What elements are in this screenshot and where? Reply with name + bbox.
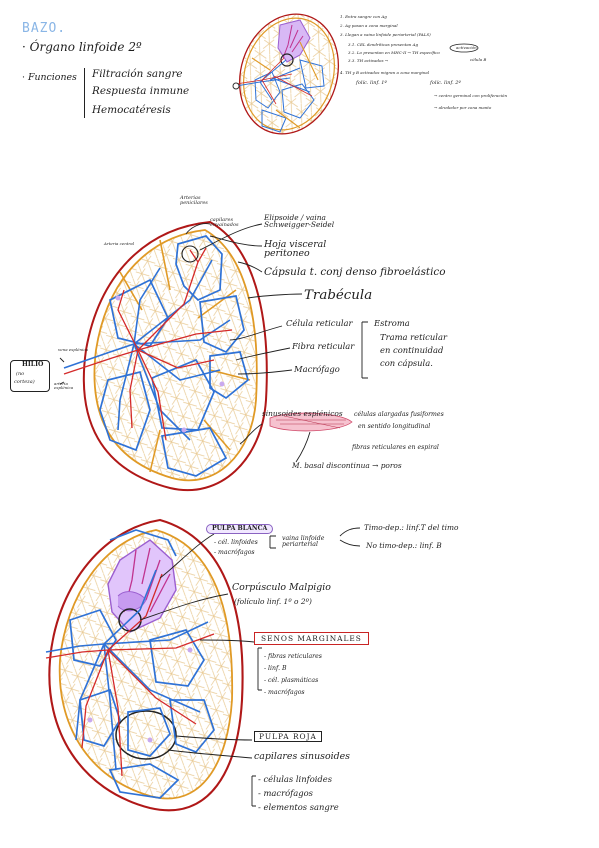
vein-branches xyxy=(63,259,231,441)
hilio-box xyxy=(10,360,50,392)
mini-step: 2. Ag pasan a zona marginal xyxy=(340,23,398,28)
mini-capsule xyxy=(238,13,340,135)
functions-label: · Funciones xyxy=(22,72,77,83)
function-item: Respuesta inmune xyxy=(92,85,190,97)
mini-spleen-diagram xyxy=(232,13,340,135)
label-m-basal: M. basal discontinua → poros xyxy=(292,461,402,470)
page-title: BAZO. xyxy=(22,21,67,36)
label-senos-marginales: SENOS MARGINALES xyxy=(254,632,369,646)
d3-leader-lines xyxy=(139,527,361,807)
label-trama: Trama reticular xyxy=(380,332,447,342)
functions-bracket xyxy=(84,68,85,118)
label-pulpa-blanca: PULPA BLANCA xyxy=(206,524,274,535)
label-fibras-espiral: fibras reticulares en espiral xyxy=(352,444,439,451)
spleen-structure-diagram xyxy=(63,220,353,492)
label-hilio-sub: corteza) xyxy=(14,379,35,385)
artery-branches xyxy=(63,247,233,441)
label-hoja-visceral: Hoja visceral peritoneo xyxy=(264,239,327,260)
senos-item: - cél. plasmáticas xyxy=(264,677,319,684)
d2-leader-lines xyxy=(59,223,368,463)
trabeculae xyxy=(119,239,251,473)
label-arteria-central: Arteria central xyxy=(104,241,134,246)
organ-type: · Órgano linfoide 2º xyxy=(22,40,142,54)
sinusoid-lobules xyxy=(99,235,249,477)
label-celulas-alargadas: células alargadas fusiformes xyxy=(354,411,444,418)
function-item: Hemocatéresis xyxy=(92,104,171,116)
activation-bubble xyxy=(449,43,479,53)
label-sinusoides: sinusoides esplénicos xyxy=(262,409,343,418)
mini-side-label: activación xyxy=(456,45,477,50)
senos-item: - fibras reticulares xyxy=(264,653,322,660)
outer-capsule-3 xyxy=(48,518,244,812)
label-vena-esplenica: vena esplénica xyxy=(58,347,88,352)
mini-follicle-label: folíc. linf. 2º xyxy=(430,80,461,86)
label-capsula: Cápsula t. conj denso fibroelástico xyxy=(264,266,446,278)
label-vaina: vaina linfoide periarterial xyxy=(282,535,325,549)
function-item: Filtración sangre xyxy=(92,68,183,80)
label-pulpa-roja: PULPA ROJA xyxy=(254,731,322,743)
label-estroma: Estroma xyxy=(374,318,410,328)
red-pulp-circle xyxy=(115,710,177,760)
label-hilio-sub: (no xyxy=(16,371,25,377)
label-arteria-esplenica: arteria esplénica xyxy=(54,381,74,390)
label-timo-dep: Timo-dep.: linf.T del timo xyxy=(364,523,459,532)
label-elipsoide: Elipsoide / vaina Schweigger-Seidel xyxy=(264,213,335,230)
label-arterias-penicilares: Arterias penicilares xyxy=(180,195,208,206)
mini-follicle-label: folíc. linf. 1º xyxy=(356,80,387,86)
senos-item: - linf. B xyxy=(264,665,287,672)
label-foliculo: (folículo linf. 1º o 2º) xyxy=(234,597,312,606)
label-trama: con cápsula. xyxy=(380,358,433,368)
pulpa-roja-item: - macrófagos xyxy=(258,788,313,798)
mini-follicle xyxy=(280,53,294,67)
mini-step: 4. TH y B activados migran a zona margin… xyxy=(340,70,430,75)
spleen-pulp-diagram xyxy=(45,518,244,812)
label-corpusculo: Corpúsculo Malpigio xyxy=(232,582,331,593)
capillary-circle xyxy=(181,245,199,263)
label-sentido-longitudinal: en sentido longitudinal xyxy=(358,423,431,430)
label-trabecula: Trabécula xyxy=(304,288,373,303)
label-fibra-reticular: Fibra reticular xyxy=(292,341,355,351)
pulpa-roja-item: - elementos sangre xyxy=(258,802,339,812)
label-no-timo-dep: No timo-dep.: linf. B xyxy=(366,541,442,550)
mini-step: 1. Entra sangre con Ag xyxy=(340,14,387,19)
mini-step: 3.1. CEL dendríticas presentan Ag xyxy=(348,42,419,47)
mini-step: 3.2. Lo presentan en MHC-II → TH específ… xyxy=(348,50,440,55)
label-celula-reticular: Célula reticular xyxy=(286,318,353,328)
label-macrofagos: - macrófagos xyxy=(214,549,255,556)
mini-step: 3. Llegan a vaina linfoide periarterial … xyxy=(340,32,431,37)
mini-germinal: → centro germinal con proliferación xyxy=(434,93,508,98)
label-trama: en continuidad xyxy=(380,345,444,355)
label-capilares-sinusoides: capilares sinusoides xyxy=(254,751,350,762)
mini-step: 3.3. TH activados → xyxy=(348,58,389,63)
label-hilio: HILIO xyxy=(22,361,44,368)
pulpa-roja-item: - células linfoides xyxy=(258,774,333,784)
mini-side-label: célula B xyxy=(470,57,487,62)
senos-item: - macrófagos xyxy=(264,689,305,696)
label-cel-linfoides: - cél. linfoides xyxy=(214,539,258,546)
label-capilares-envainados: capilares envainados xyxy=(210,217,239,228)
mini-germinal: → alrededor por zona manto xyxy=(434,105,492,110)
label-macrofago: Macrófago xyxy=(294,364,340,374)
